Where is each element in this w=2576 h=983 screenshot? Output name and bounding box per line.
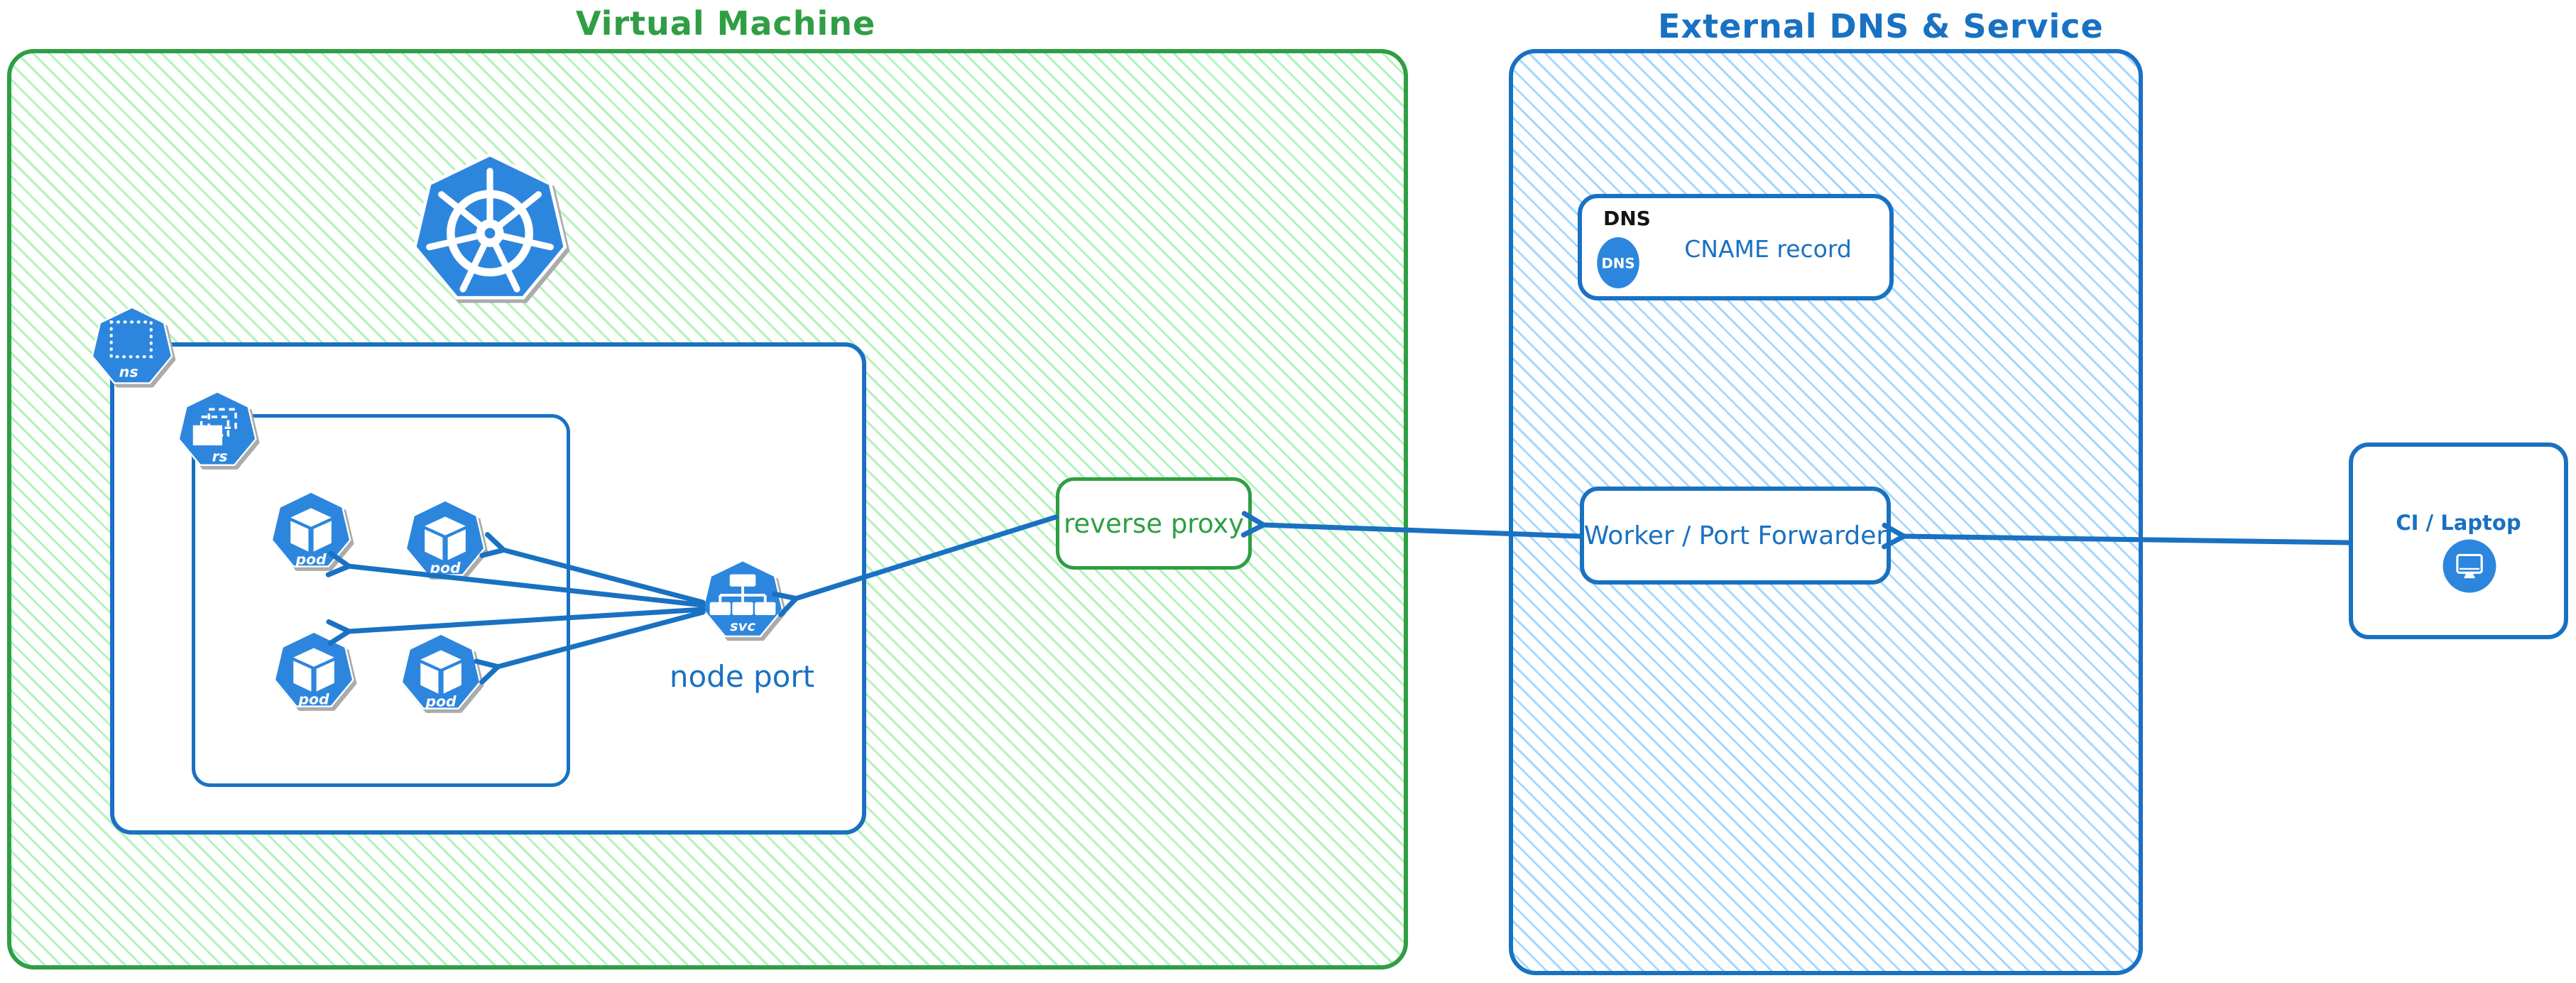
pod-icon: pod — [273, 631, 354, 708]
virtual-machine-title: Virtual Machine — [575, 4, 876, 43]
ci-laptop-node: CI / Laptop — [2349, 442, 2568, 639]
dns-cname-node: DNS DNS CNAME record — [1578, 194, 1894, 300]
service-icon: svc — [702, 559, 784, 638]
svg-text:pod: pod — [429, 560, 461, 577]
dns-badge-icon: DNS — [1597, 237, 1639, 288]
reverse-proxy-label: reverse proxy — [1063, 508, 1244, 539]
node-port-caption: node port — [669, 659, 815, 694]
worker-port-forwarder-node: Worker / Port Forwarder — [1580, 487, 1891, 585]
monitor-icon — [2443, 539, 2496, 593]
external-dns-title: External DNS & Service — [1658, 7, 2104, 45]
dns-tag: DNS — [1603, 207, 1651, 230]
cname-record-label: CNAME record — [1684, 235, 1852, 263]
svg-text:pod: pod — [298, 691, 329, 708]
svg-text:pod: pod — [425, 693, 457, 710]
pod-icon: pod — [400, 633, 481, 710]
namespace-icon: ns — [91, 306, 173, 384]
svg-text:svc: svc — [730, 618, 755, 634]
ci-laptop-label: CI / Laptop — [2396, 511, 2521, 535]
svg-text:rs: rs — [212, 447, 228, 465]
replicaset-icon: rs — [178, 391, 257, 466]
worker-label: Worker / Port Forwarder — [1583, 521, 1887, 550]
svg-text:pod: pod — [295, 551, 327, 568]
svg-text:DNS: DNS — [1601, 255, 1634, 271]
svg-text:ns: ns — [119, 363, 138, 380]
kubernetes-icon — [413, 153, 567, 300]
pod-icon: pod — [405, 499, 486, 577]
pod-icon: pod — [271, 491, 351, 568]
reverse-proxy-node: reverse proxy — [1056, 477, 1252, 570]
